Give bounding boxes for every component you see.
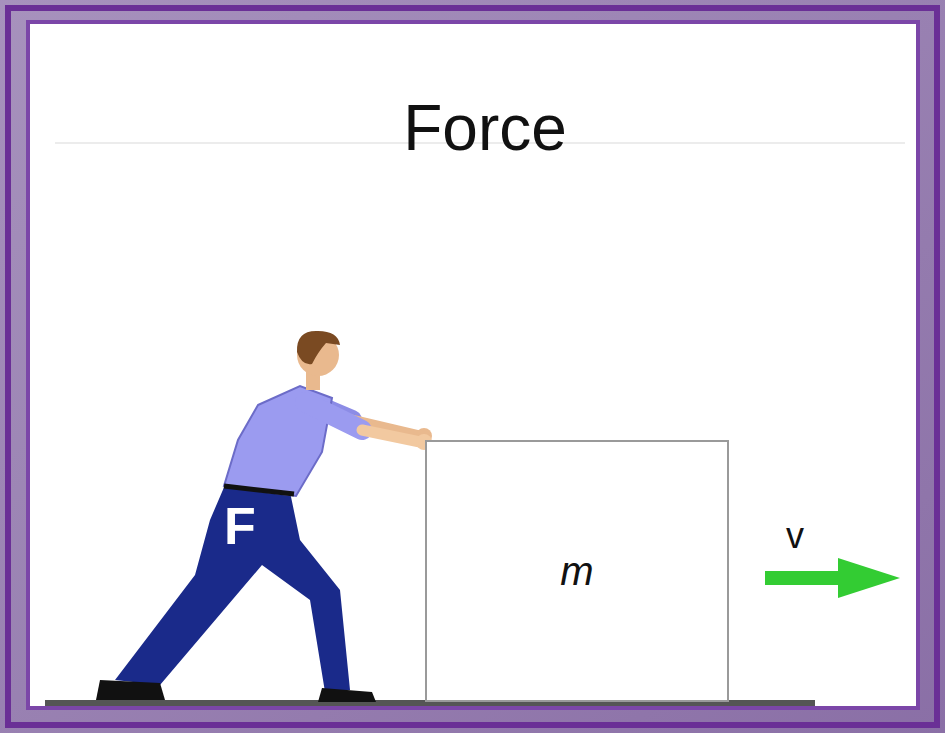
velocity-symbol: v [786, 518, 804, 554]
title: Force [285, 96, 685, 160]
mass-box: m [425, 440, 729, 702]
force-symbol: F [224, 500, 256, 552]
mass-symbol: m [560, 551, 593, 591]
frame-border [8, 8, 937, 725]
panel [28, 22, 918, 708]
man-figure [96, 331, 432, 702]
velocity-arrow [765, 558, 900, 598]
